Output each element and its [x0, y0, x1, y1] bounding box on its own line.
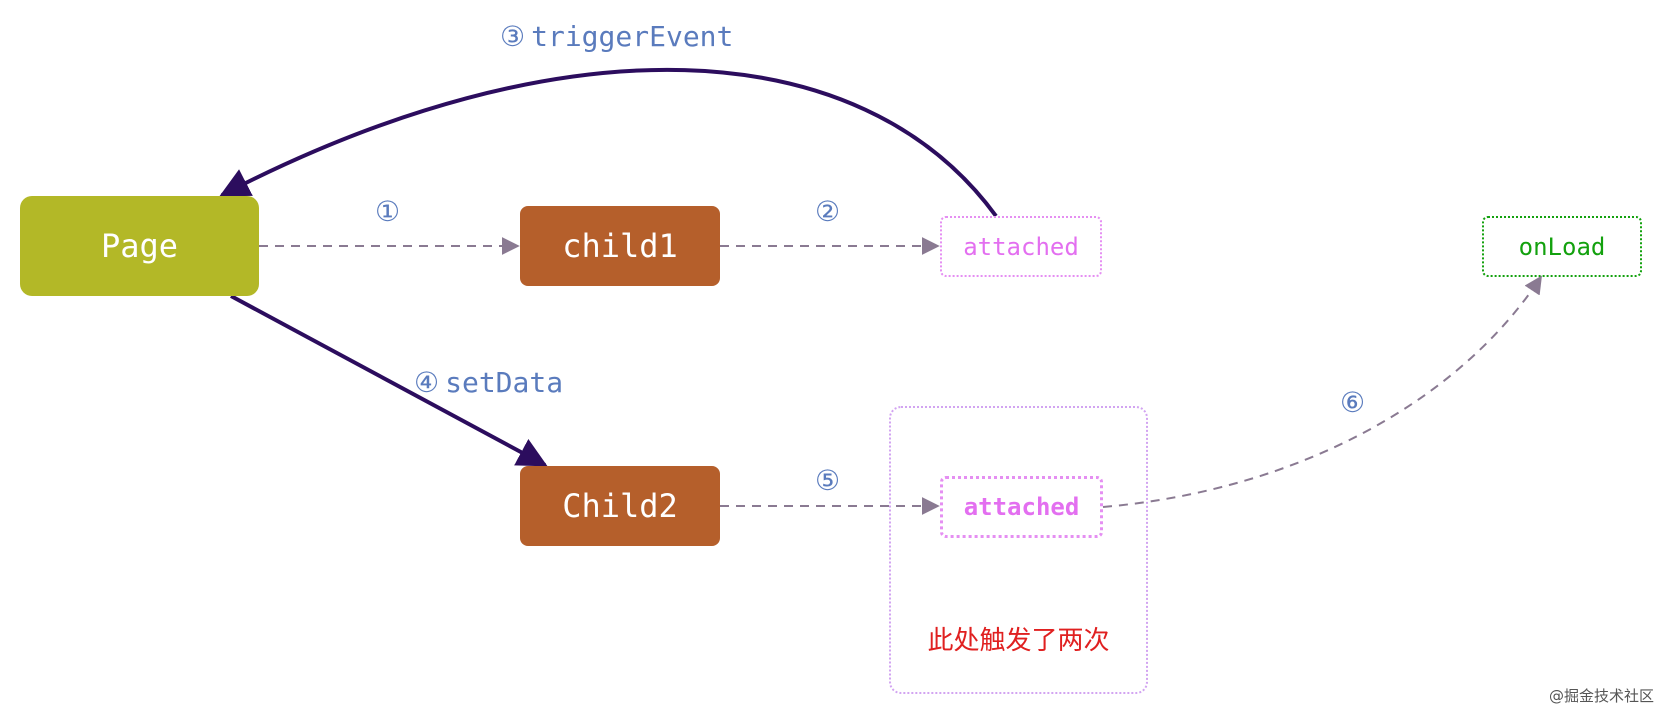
step-4-number: ④: [414, 366, 440, 399]
watermark: @掘金技术社区: [1548, 687, 1654, 705]
attached-node-2: attached: [940, 476, 1103, 538]
onload-node: onLoad: [1482, 216, 1642, 277]
onload-node-label: onLoad: [1518, 232, 1606, 261]
step-1-label: ①: [375, 195, 401, 228]
child2-node: Child2: [520, 466, 720, 546]
child1-node: child1: [520, 206, 720, 286]
child2-node-label: Child2: [562, 487, 678, 525]
attached-node-1-label: attached: [963, 232, 1079, 261]
child1-node-label: child1: [562, 227, 678, 265]
attached-node-1: attached: [940, 216, 1102, 277]
step-4-text: setData: [445, 366, 564, 399]
attached-node-2-label: attached: [963, 493, 1080, 521]
step-3-text: triggerEvent: [531, 20, 734, 53]
duplicate-trigger-group: [889, 406, 1148, 694]
group-note: 此处触发了两次: [927, 626, 1110, 656]
edge-page-to-child2: [230, 294, 548, 467]
step-2-label: ②: [815, 195, 841, 228]
edge-attached2-to-onload: [1102, 275, 1542, 508]
page-node-label: Page: [100, 227, 179, 265]
step-5-label: ⑤: [815, 464, 841, 497]
page-node: Page: [20, 196, 259, 296]
edge-attached1-to-page: [219, 67, 998, 218]
step-3-number: ③: [500, 20, 526, 53]
step-6-label: ⑥: [1340, 386, 1366, 419]
